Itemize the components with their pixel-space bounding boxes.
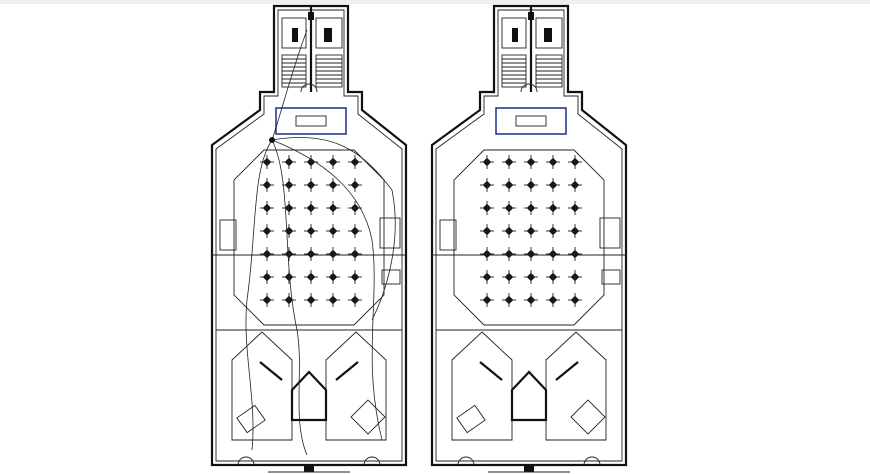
west-service-room xyxy=(219,219,237,251)
door-swing xyxy=(520,83,538,93)
tower-room-left xyxy=(501,17,527,49)
tower-fixture xyxy=(512,28,518,42)
outer-wall xyxy=(210,4,408,467)
inner-wall xyxy=(435,9,623,462)
lower-desk-west xyxy=(456,404,486,434)
tower-fixture xyxy=(292,28,298,42)
lower-wall-segment xyxy=(555,361,579,381)
door-swing xyxy=(583,456,601,466)
tower-column xyxy=(528,12,534,20)
tower-fixture xyxy=(324,28,332,42)
vestibule-desk xyxy=(295,115,327,127)
top-border-strip xyxy=(0,0,870,4)
lower-desk-west xyxy=(236,404,266,434)
lower-wall-segment xyxy=(335,361,359,381)
wiring-run xyxy=(271,137,396,321)
east-service-room xyxy=(379,217,401,249)
door-swing xyxy=(237,456,255,466)
lower-wall-segment xyxy=(259,361,283,381)
tower-fixture xyxy=(544,28,552,42)
outer-wall xyxy=(430,4,628,467)
hall-octagon xyxy=(453,149,605,326)
door-swing xyxy=(457,456,475,466)
door-swing xyxy=(300,83,318,93)
wiring-run xyxy=(245,139,273,451)
entrance-step xyxy=(524,466,534,472)
wiring-run xyxy=(271,139,308,456)
floor-plan-left xyxy=(210,4,408,473)
lower-core xyxy=(290,370,328,422)
tower-column xyxy=(308,12,314,20)
entrance-step xyxy=(304,466,314,472)
door-swing xyxy=(363,456,381,466)
tower-room-right xyxy=(535,17,563,49)
west-service-room xyxy=(439,219,457,251)
lower-desk-east xyxy=(350,399,386,435)
lower-room-east xyxy=(325,331,387,441)
wiring-run xyxy=(271,29,308,141)
east-service-closet xyxy=(381,269,401,285)
vestibule-frame xyxy=(495,107,567,135)
inner-wall xyxy=(215,9,403,462)
wiring-panel-node xyxy=(269,137,275,143)
floor-plan-right xyxy=(430,4,628,473)
lower-room-east xyxy=(545,331,607,441)
vestibule-desk xyxy=(515,115,547,127)
wiring-run xyxy=(271,139,383,441)
lower-wall-segment xyxy=(479,361,503,381)
tower-room-right xyxy=(315,17,343,49)
east-service-room xyxy=(599,217,621,249)
east-service-closet xyxy=(601,269,621,285)
lower-core xyxy=(510,370,548,422)
lower-desk-east xyxy=(570,399,606,435)
vestibule-frame xyxy=(275,107,347,135)
